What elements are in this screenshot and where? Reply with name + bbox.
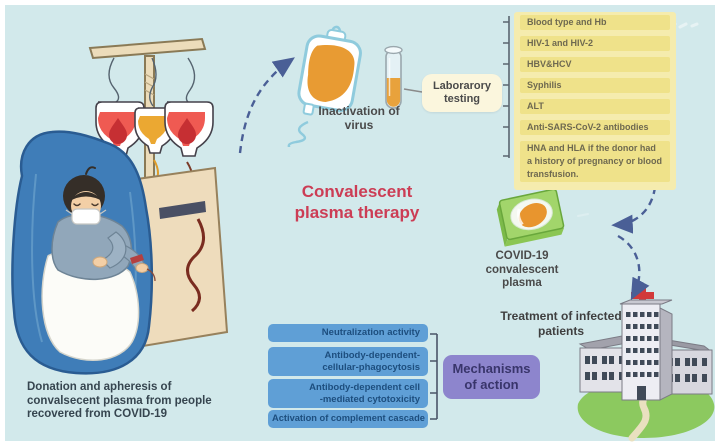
mechanism-line: -mediated cytotoxicity bbox=[319, 393, 420, 405]
hospital-left-wing bbox=[578, 335, 634, 393]
mechanism-line: cellular-phagocytosis bbox=[322, 361, 420, 373]
arrow-tests-to-plasma bbox=[611, 186, 657, 234]
lab-test-item: HIV-1 and HIV-2 bbox=[520, 36, 670, 51]
lab-test-item: HNA and HLA if the donor had a history o… bbox=[520, 141, 670, 182]
mechanism-line: Neutralization activity bbox=[321, 327, 420, 338]
lab-test-item: ALT bbox=[520, 99, 670, 114]
lab-test-item: Blood type and Hb bbox=[520, 15, 670, 30]
coiled-tube-icon bbox=[287, 120, 309, 147]
lab-label-pointer-line bbox=[403, 88, 423, 93]
lab-tests-bracket bbox=[503, 16, 510, 158]
arrow-plasma-to-treatment bbox=[617, 234, 650, 301]
lab-test-item: Syphilis bbox=[520, 78, 670, 93]
inactivated-plasma-bag-icon bbox=[287, 25, 362, 147]
mechanism-line: Antibody-dependent cell bbox=[309, 382, 420, 393]
hospital-tower bbox=[619, 288, 673, 401]
donor-person-icon bbox=[41, 166, 156, 362]
plasma-product-label: COVID-19 convalescent plasma bbox=[485, 250, 559, 289]
plasma-package-icon bbox=[496, 188, 565, 247]
hospital-icon bbox=[577, 288, 715, 442]
lab-test-item: Anti-SARS-CoV-2 antibodies bbox=[520, 120, 670, 135]
treatment-label: Treatment of infected patients bbox=[500, 309, 622, 338]
lab-tests-panel: Blood type and Hb HIV-1 and HIV-2 HBV&HC… bbox=[514, 12, 676, 190]
mechanisms-of-action-box: Mechanisms of action bbox=[443, 355, 540, 399]
iv-tubing bbox=[108, 57, 196, 107]
donor-apheresis-illustration bbox=[11, 37, 229, 375]
mechanisms-bracket bbox=[430, 333, 438, 420]
donation-caption: Donation and apheresis of convalsecent p… bbox=[27, 381, 212, 420]
mechanism-item: Antibody-dependent- cellular-phagocytosi… bbox=[268, 347, 428, 376]
mechanism-item: Neutralization activity bbox=[268, 324, 428, 342]
mechanism-line: Activation of complement cascade bbox=[272, 413, 425, 423]
apheresis-machine-icon bbox=[128, 166, 229, 348]
mechanism-item: Antibody-dependent cell -mediated cytoto… bbox=[268, 379, 428, 408]
test-tube-icon bbox=[384, 45, 403, 109]
lab-test-item: HBV&HCV bbox=[520, 57, 670, 72]
mechanism-item: Activation of complement cascade bbox=[268, 410, 428, 428]
lab-testing-label: Laborarory testing bbox=[422, 74, 502, 112]
mechanism-line: Antibody-dependent- bbox=[324, 350, 420, 361]
blood-bag-icon bbox=[164, 101, 214, 157]
inactivation-label: Inactivation of virus bbox=[318, 104, 400, 132]
arrow-donation-to-inactivation bbox=[238, 57, 295, 154]
figure-title: Convalescent plasma therapy bbox=[294, 182, 420, 222]
